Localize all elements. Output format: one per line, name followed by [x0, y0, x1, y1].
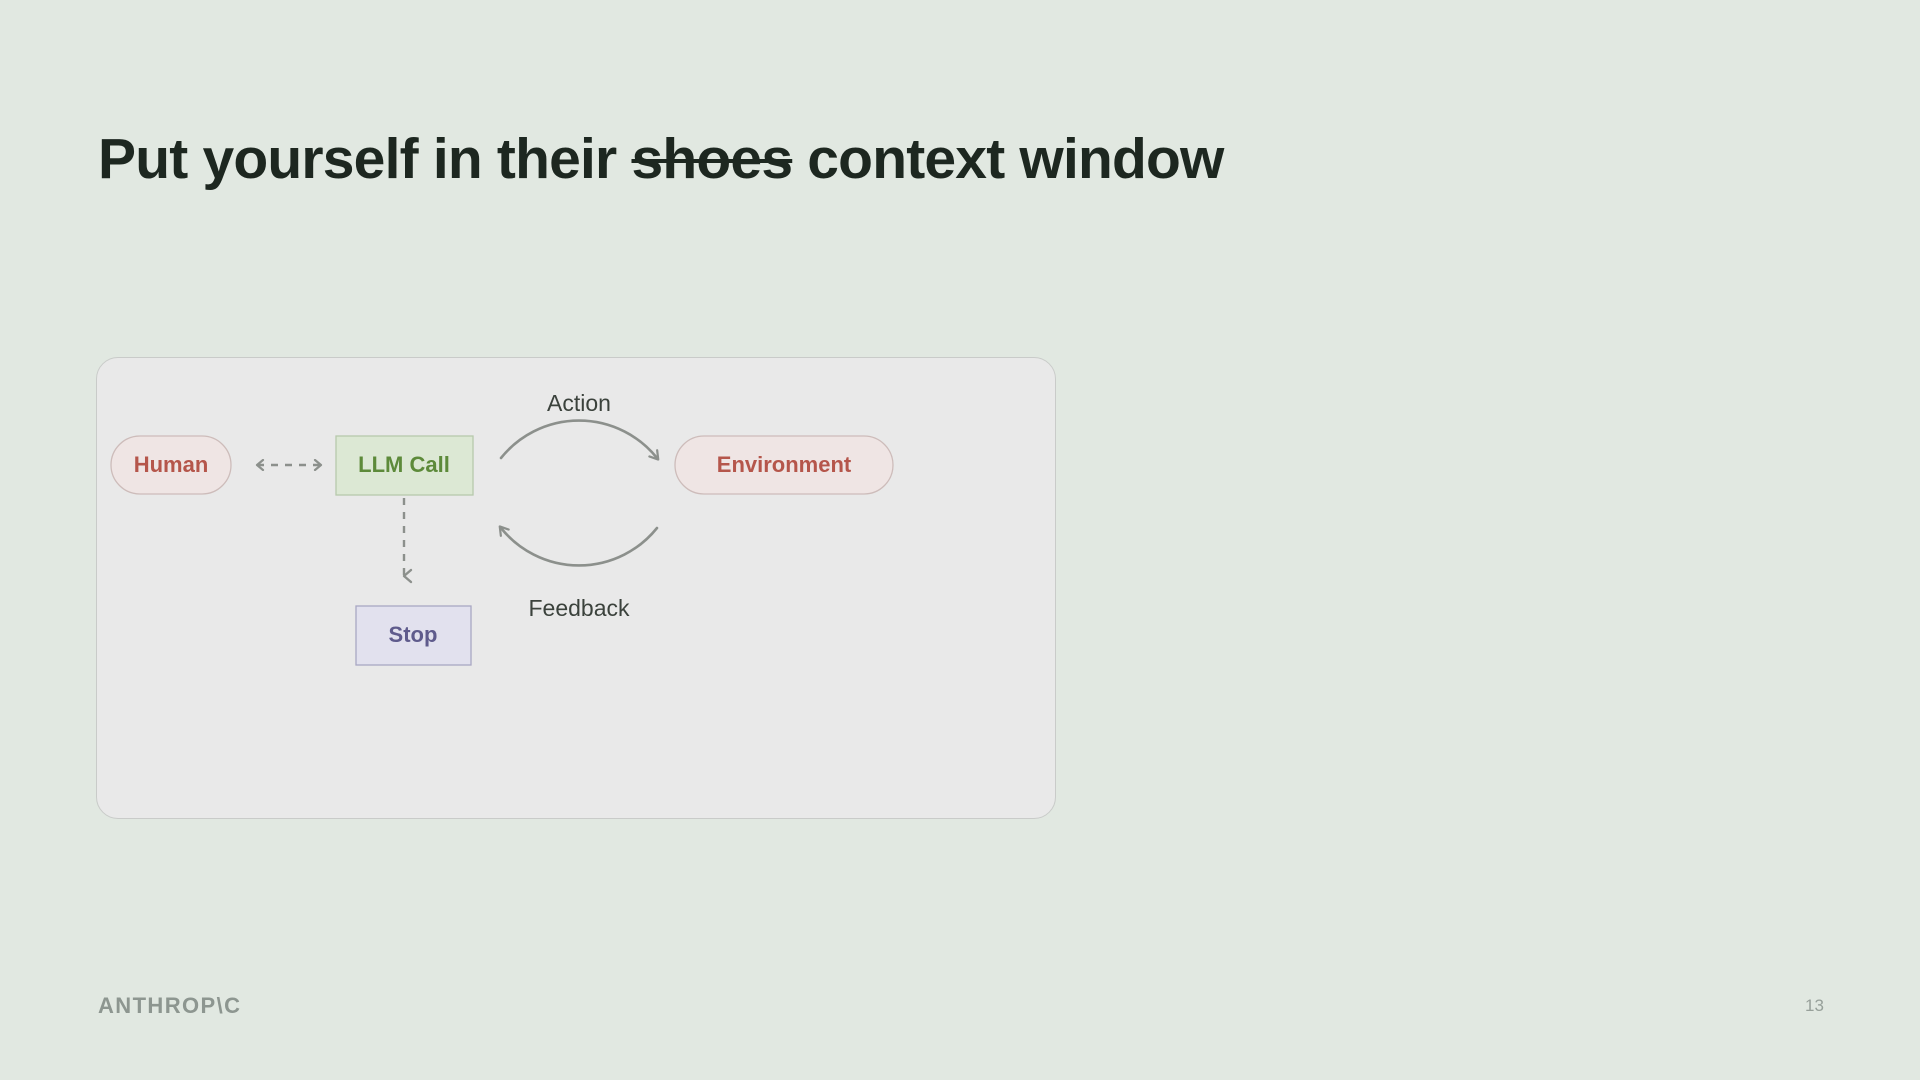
- edge-feedback-curve: [498, 525, 659, 567]
- node-environment-label: Environment: [717, 452, 852, 477]
- node-environment[interactable]: Environment: [674, 435, 894, 495]
- page-title: Put yourself in their shoes context wind…: [98, 128, 1224, 191]
- node-llm-call[interactable]: LLM Call: [335, 435, 474, 496]
- node-stop[interactable]: Stop: [355, 605, 472, 666]
- node-human-label: Human: [134, 452, 209, 477]
- edge-action: Action: [499, 390, 660, 461]
- node-environment-shape: [674, 435, 894, 495]
- node-stop-label: Stop: [389, 622, 438, 647]
- title-segment-before: Put yourself in their: [98, 127, 632, 192]
- page-number: 13: [1805, 996, 1824, 1015]
- agent-loop-diagram-panel: LLM Call (dashed, bidirectional) ===== -…: [96, 357, 1056, 819]
- edge-action-label: Action: [547, 390, 611, 416]
- edge-feedback-label: Feedback: [528, 595, 630, 621]
- node-human[interactable]: Human: [110, 435, 232, 495]
- node-human-shape: [110, 435, 232, 495]
- agent-loop-diagram: LLM Call (dashed, bidirectional) ===== -…: [110, 390, 894, 666]
- edge-action-curve: [499, 419, 660, 461]
- edge-feedback: Feedback: [498, 525, 659, 621]
- title-strikethrough-word: shoes: [631, 127, 793, 192]
- node-llm-call-shape: [335, 435, 474, 496]
- node-stop-shape: [355, 605, 472, 666]
- title-segment-after: context window: [792, 127, 1224, 192]
- node-llm-call-label: LLM Call: [358, 452, 450, 477]
- anthropic-logo: ANTHROP\C: [98, 993, 242, 1018]
